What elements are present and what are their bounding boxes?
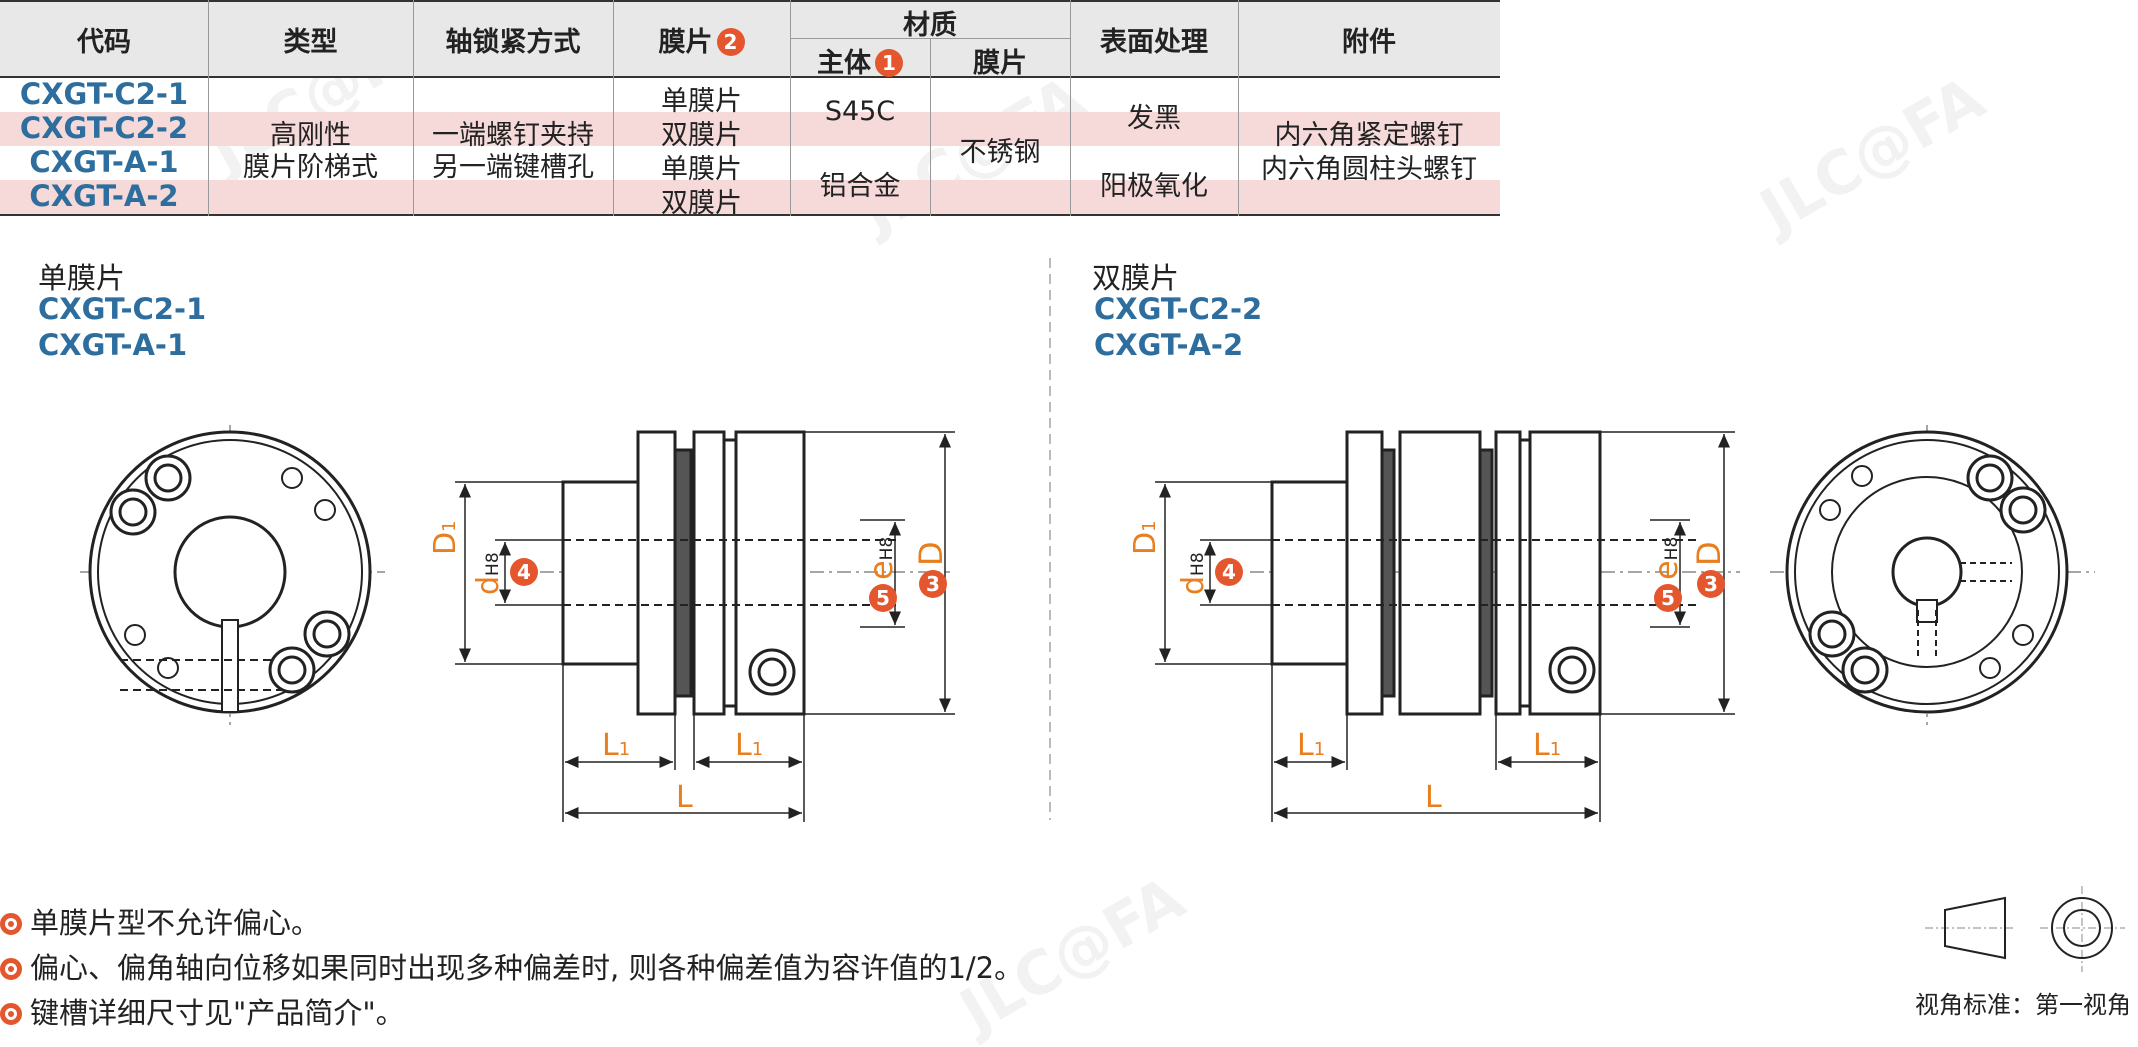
dim-D-left: 3D: [912, 541, 950, 598]
body-alu: 铝合金: [819, 171, 901, 202]
lock-line1: 一端螺钉夹持: [432, 120, 594, 151]
left-section-code: CXGT-A-1: [38, 328, 188, 362]
note-item: 偏心、偏角轴向位移如果同时出现多种偏差时, 则各种偏差值为容许值的1/2。: [0, 945, 1023, 987]
table-col-line: [1238, 0, 1239, 216]
surface-anod: 阳极氧化: [1100, 171, 1208, 202]
diaphragm-cell: 单膜片: [661, 86, 742, 117]
table-row-code: CXGT-C2-2: [19, 111, 189, 145]
header-surface: 表面处理: [1100, 27, 1208, 58]
accessory-1: 内六角紧定螺钉: [1274, 120, 1464, 151]
body-steel: S45C: [824, 96, 896, 127]
dim-d-left: dH8: [471, 552, 506, 595]
dim-L-right: L: [1425, 780, 1442, 815]
dim-D1-right: D1: [1128, 520, 1163, 555]
table-col-line: [1070, 0, 1071, 216]
diaphragm-material: 不锈钢: [959, 137, 1041, 168]
table-header-bg: [0, 0, 1500, 76]
table-rule: [0, 0, 1500, 2]
table-col-line: [208, 0, 209, 216]
type-line1: 高刚性: [270, 120, 351, 151]
left-end-view: [80, 425, 385, 725]
right-section-code: CXGT-A-2: [1094, 328, 1244, 362]
header-lock: 轴锁紧方式: [445, 27, 581, 58]
bullet-icon: [0, 958, 22, 980]
table-rule: [0, 76, 1500, 78]
diaphragm-cell: 双膜片: [661, 188, 742, 219]
bullet-icon: [0, 1003, 22, 1025]
dim-L1-right-b: L1: [1533, 728, 1562, 763]
view-standard-label: 视角标准：第一视角: [1915, 991, 2131, 1019]
row-highlight: [0, 180, 1500, 214]
header-code: 代码: [77, 27, 131, 58]
right-section-code: CXGT-C2-2: [1094, 292, 1263, 326]
header-accessory: 附件: [1342, 27, 1396, 58]
type-line2: 膜片阶梯式: [243, 152, 378, 183]
header-type: 类型: [283, 27, 338, 58]
left-side-view: [540, 430, 950, 716]
right-end-view: [1770, 425, 2095, 725]
diaphragm-cell: 双膜片: [661, 120, 742, 151]
table-col-line: [790, 0, 791, 216]
table-col-line: [413, 0, 414, 216]
note-item: 键槽详细尺寸见"产品简介"。: [0, 990, 405, 1032]
dim-L1-right-a: L1: [1297, 728, 1326, 763]
right-side-view: [1250, 430, 1740, 716]
dim-L1-left-b: L1: [735, 728, 764, 763]
dim-e-left: 5eH8: [862, 536, 900, 612]
right-dimensions: [1155, 431, 1735, 822]
dim-d-right: dH8: [1176, 552, 1211, 595]
badge-1: 1: [875, 49, 903, 77]
left-section-code: CXGT-C2-1: [38, 292, 207, 326]
dim-e-right: 5eH8: [1647, 536, 1685, 612]
badge-4-right: 4: [1215, 558, 1243, 586]
right-section-title: 双膜片: [1092, 261, 1180, 295]
accessory-2: 内六角圆柱头螺钉: [1261, 154, 1477, 185]
badge-2: 2: [716, 28, 745, 56]
dim-L-left: L: [676, 780, 693, 815]
dim-L1-left-a: L1: [602, 728, 631, 763]
left-section-title: 单膜片: [38, 261, 126, 295]
table-col-line: [930, 38, 931, 216]
table-rule: [0, 214, 1500, 216]
header-material: 材质: [903, 10, 957, 41]
lock-line2: 另一端键槽孔: [432, 152, 594, 183]
note-item: 单膜片型不允许偏心。: [0, 900, 320, 942]
diaphragm-cell: 单膜片: [661, 154, 742, 185]
bullet-icon: [0, 913, 22, 935]
header-material-diaphragm: 膜片: [973, 48, 1027, 79]
table-row-code: CXGT-A-1: [29, 145, 179, 179]
dim-D-right: 3D: [1690, 541, 1728, 598]
table-row-code: CXGT-C2-1: [19, 77, 189, 111]
first-angle-symbol: [1925, 886, 2125, 972]
table-row-code: CXGT-A-2: [29, 179, 179, 213]
row-highlight: [0, 112, 1500, 146]
table-col-line: [613, 0, 614, 216]
surface-black: 发黑: [1127, 103, 1181, 134]
badge-4-left: 4: [510, 558, 538, 586]
dim-D1-left: D1: [428, 520, 463, 555]
left-dimensions: [455, 431, 955, 822]
